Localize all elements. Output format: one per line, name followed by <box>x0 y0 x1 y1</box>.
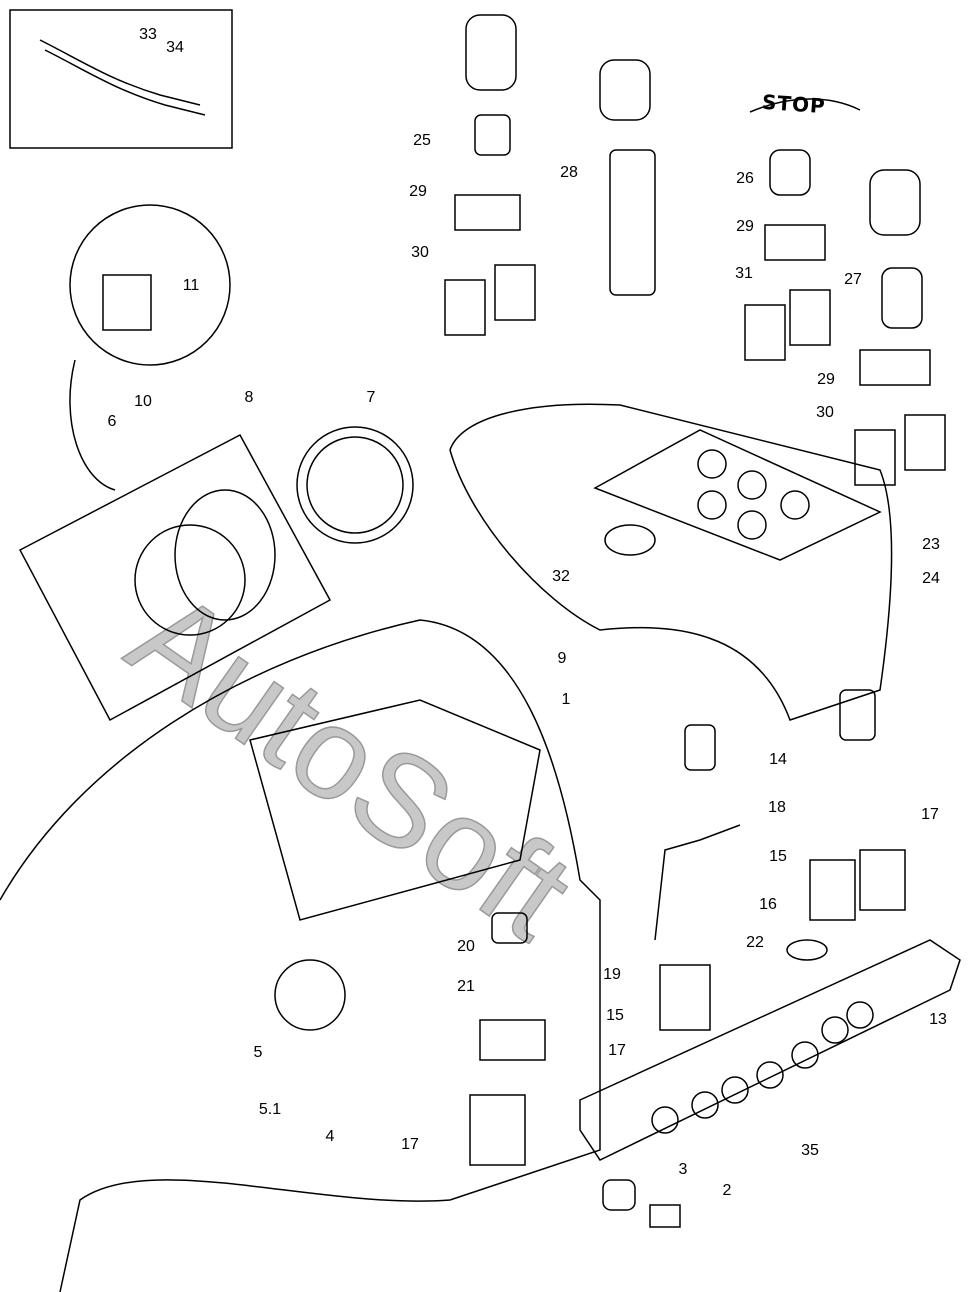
relay-11 <box>102 274 152 331</box>
screw-2 <box>649 1204 681 1228</box>
callout-14: 14 <box>768 751 788 768</box>
console-housing <box>449 403 893 721</box>
callout-8: 8 <box>243 389 255 406</box>
stop-button-26 <box>769 149 811 196</box>
callout-29: 29 <box>735 218 755 235</box>
callout-24: 24 <box>921 570 941 587</box>
label-plate-horn <box>869 169 921 236</box>
callout-17: 17 <box>920 806 940 823</box>
callout-5: 5 <box>252 1044 264 1061</box>
callout-17: 17 <box>607 1042 627 1059</box>
callout-31: 31 <box>734 265 754 282</box>
callout-23: 23 <box>921 536 941 553</box>
callout-5-1: 5.1 <box>257 1101 283 1118</box>
relay-detail-circle <box>69 204 231 366</box>
callout-28: 28 <box>559 164 579 181</box>
spacer-3 <box>602 1179 636 1211</box>
switch-panel-35 <box>579 939 961 1161</box>
gauge-panel-6 <box>18 433 332 722</box>
callout-30: 30 <box>815 404 835 421</box>
dash-window <box>249 699 541 921</box>
bracket-18 <box>654 824 741 941</box>
callout-10: 10 <box>133 393 153 410</box>
gasket-8 <box>174 489 276 621</box>
stop-label: STOP <box>761 89 827 119</box>
label-plate-a <box>465 14 517 91</box>
callout-9: 9 <box>556 650 568 667</box>
callout-29: 29 <box>408 183 428 200</box>
callout-1: 1 <box>560 691 572 708</box>
contact-block-17b <box>469 1094 526 1166</box>
callout-19: 19 <box>602 966 622 983</box>
callout-7: 7 <box>365 389 377 406</box>
callout-21: 21 <box>456 978 476 995</box>
callout-26: 26 <box>735 170 755 187</box>
contact-blocks-30a <box>494 264 536 321</box>
callout-32: 32 <box>551 568 571 585</box>
callout-29: 29 <box>816 371 836 388</box>
mount-15 <box>479 1019 546 1061</box>
callout-25: 25 <box>412 132 432 149</box>
callout-30: 30 <box>410 244 430 261</box>
callout-6: 6 <box>106 413 118 430</box>
button-20 <box>491 912 528 944</box>
callout-2: 2 <box>721 1182 733 1199</box>
callout-16: 16 <box>758 896 778 913</box>
callout-35: 35 <box>800 1142 820 1159</box>
mount-29c <box>859 349 931 386</box>
callout-11: 11 <box>181 277 201 294</box>
contact-block-17a <box>659 964 711 1031</box>
callout-3: 3 <box>677 1161 689 1178</box>
callout-33: 33 <box>138 26 158 43</box>
switch-plate-23 <box>593 429 882 561</box>
callout-34: 34 <box>165 39 185 56</box>
callout-13: 13 <box>928 1011 948 1028</box>
horn-button-27 <box>881 267 923 329</box>
ignition-switch-5 <box>274 959 346 1031</box>
mount-29b <box>764 224 826 261</box>
selector-switch-18 <box>684 724 716 771</box>
callout-15: 15 <box>768 848 788 865</box>
wire-harness-inset-box <box>9 9 233 149</box>
callout-4: 4 <box>324 1128 336 1145</box>
callout-20: 20 <box>456 938 476 955</box>
mount-29a <box>454 194 521 231</box>
key-switch-28 <box>609 149 656 296</box>
dashboard-1 <box>0 619 601 1292</box>
callout-27: 27 <box>843 271 863 288</box>
selector-switch-25 <box>474 114 511 156</box>
callout-15: 15 <box>605 1007 625 1024</box>
contact-blocks-30b <box>904 414 946 471</box>
hour-meter-7 <box>296 426 414 544</box>
wire-harness <box>39 39 201 106</box>
contact-blocks-31 <box>789 289 831 346</box>
plug-32 <box>604 524 656 556</box>
callout-22: 22 <box>745 934 765 951</box>
plug-22 <box>786 939 828 961</box>
callout-17: 17 <box>400 1136 420 1153</box>
contact-blocks-16-17 <box>859 849 906 911</box>
callout-18: 18 <box>767 799 787 816</box>
selector-switch-14 <box>839 689 876 741</box>
label-plate-b <box>599 59 651 121</box>
